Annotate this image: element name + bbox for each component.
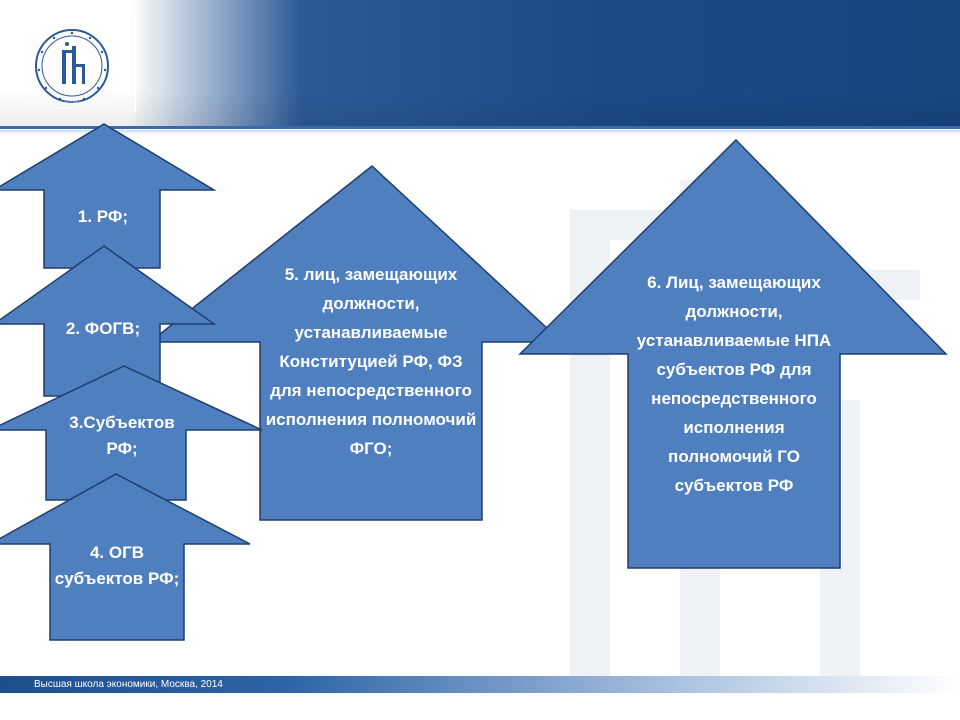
arrow-1-shape bbox=[0, 123, 217, 269]
arrow-4-shape bbox=[0, 473, 251, 641]
header-divider bbox=[134, 14, 136, 112]
hse-logo-icon bbox=[35, 29, 109, 103]
arrow-2-label: 2. ФОГВ; bbox=[65, 319, 141, 338]
arrow-1-label: 1. РФ; bbox=[77, 207, 129, 226]
header-bar bbox=[0, 0, 960, 128]
arrow-6-shape bbox=[518, 138, 948, 569]
header-shade bbox=[0, 0, 960, 128]
logo-caption: НАЦИОНАЛЬНЫЙ ИССЛЕДОВАТЕЛЬСКИЙ УНИВЕРСИТ… bbox=[25, 100, 113, 110]
footer-bar bbox=[0, 676, 960, 693]
footer-text: Высшая школа экономики, Москва, 2014 bbox=[34, 679, 223, 690]
header-underline-shadow bbox=[0, 130, 960, 134]
arrow-6-label: 6. Лиц, замещающих должности, устанавлив… bbox=[636, 273, 832, 495]
arrow-3-label: 3.Субъектов РФ; bbox=[69, 413, 175, 458]
arrow-4-label: 4. ОГВ субъектов РФ; bbox=[54, 543, 180, 588]
arrow-5-label: 5. лиц, замещающих должности, устанавлив… bbox=[265, 265, 477, 458]
header-underline bbox=[0, 126, 960, 129]
